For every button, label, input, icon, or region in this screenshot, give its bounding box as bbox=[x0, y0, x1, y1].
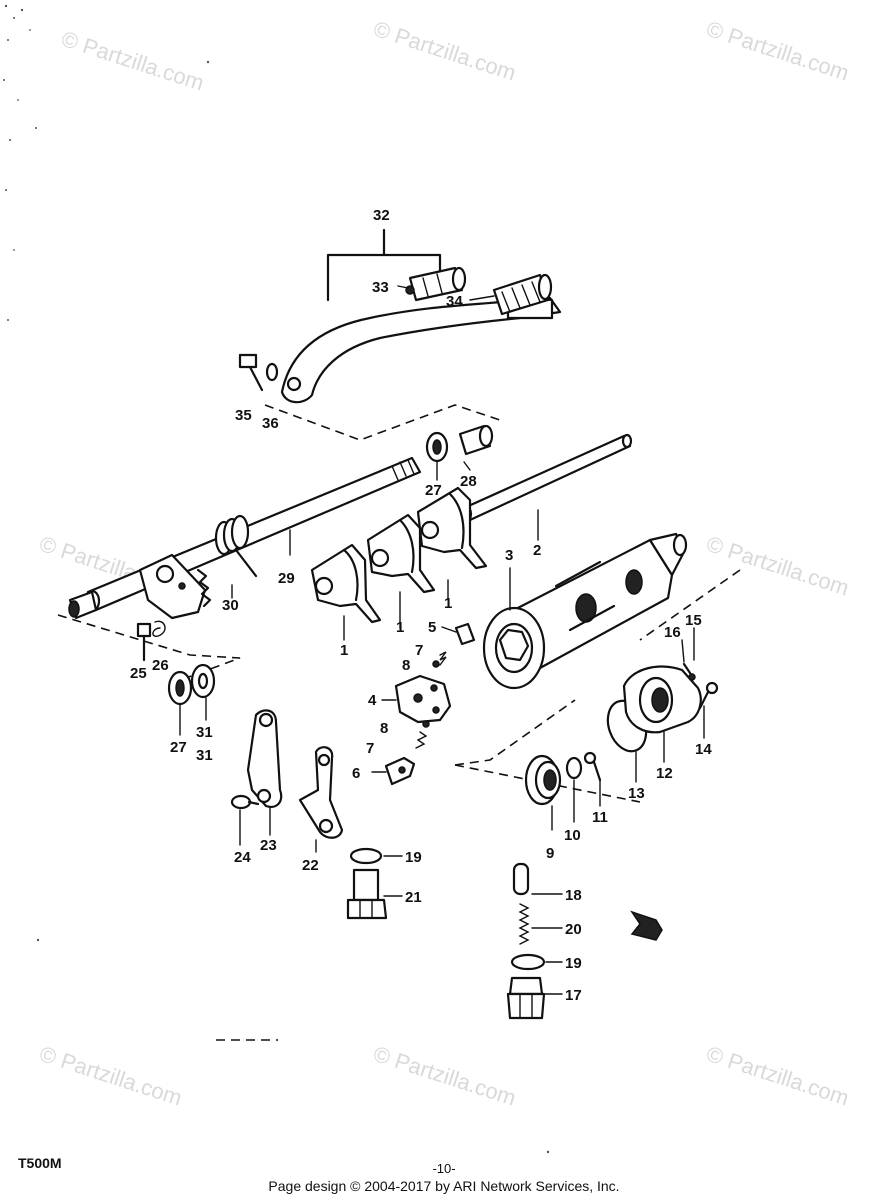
part-20-spring bbox=[518, 903, 530, 945]
part-10-retainer bbox=[565, 756, 583, 780]
callout-22: 22 bbox=[302, 857, 319, 874]
callout-36: 36 bbox=[262, 415, 279, 432]
callout-35: 35 bbox=[235, 407, 252, 424]
shift-arm-ratchet bbox=[138, 553, 212, 620]
callout-11: 11 bbox=[592, 809, 608, 826]
part-27-seal-lower bbox=[167, 670, 193, 706]
callout-1: 1 bbox=[444, 595, 452, 612]
part-27-oil-seal bbox=[425, 431, 449, 463]
watermark: © Partzilla.com bbox=[58, 26, 207, 96]
part-30-spring bbox=[214, 514, 258, 578]
callout-27: 27 bbox=[170, 739, 187, 756]
part-22-arm bbox=[298, 746, 344, 839]
bracket-32 bbox=[326, 228, 442, 302]
part-12-cap-cover bbox=[622, 665, 702, 734]
gear-shift-lever bbox=[280, 294, 562, 404]
part-31-washer bbox=[190, 663, 216, 699]
callout-33: 33 bbox=[372, 279, 389, 296]
part-8-pawl bbox=[432, 660, 440, 668]
part-28-bush bbox=[458, 424, 494, 456]
part-3-gear-shift-cam bbox=[482, 532, 688, 690]
part-17-neutral-switch bbox=[506, 976, 546, 1020]
callout-9: 9 bbox=[546, 845, 554, 862]
callout-25: 25 bbox=[130, 665, 147, 682]
callout-24: 24 bbox=[234, 849, 251, 866]
callout-32: 32 bbox=[373, 207, 390, 224]
callout-31: 31 bbox=[196, 724, 213, 741]
part-2-fork-shaft bbox=[461, 433, 633, 523]
callout-1: 1 bbox=[340, 642, 348, 659]
copyright-notice: Page design © 2004-2017 by ARI Network S… bbox=[268, 1178, 620, 1194]
callout-29: 29 bbox=[278, 570, 295, 587]
part-19-gasket-lower bbox=[510, 953, 546, 971]
callout-26: 26 bbox=[152, 657, 169, 674]
part-11-screw bbox=[583, 751, 602, 782]
part-26-spring bbox=[152, 620, 166, 637]
part-35-bolt bbox=[238, 353, 264, 392]
scan-noise bbox=[3, 4, 550, 1154]
callout-34: 34 bbox=[446, 293, 463, 310]
watermark: © Partzilla.com bbox=[703, 16, 852, 86]
callout-4: 4 bbox=[368, 692, 377, 709]
part-23-stopper-lever bbox=[246, 709, 283, 808]
model-code: T500M bbox=[18, 1155, 62, 1171]
callout-28: 28 bbox=[460, 473, 477, 490]
callout-15: 15 bbox=[685, 612, 702, 629]
leader-lines bbox=[179, 285, 705, 995]
callout-19: 19 bbox=[405, 849, 422, 866]
callout-5: 5 bbox=[428, 619, 436, 636]
part-7-spring bbox=[439, 651, 447, 666]
callout-labels: 1 1 1 2 3 4 5 6 7 7 8 8 9 10 11 12 13 14… bbox=[130, 207, 712, 1004]
callout-18: 18 bbox=[565, 887, 582, 904]
watermark: © Partzilla.com bbox=[703, 1041, 852, 1111]
part-33-rubber bbox=[405, 266, 467, 302]
part-9-bearing bbox=[524, 754, 562, 806]
callout-6: 6 bbox=[352, 765, 360, 782]
callout-8: 8 bbox=[402, 657, 410, 674]
callout-7: 7 bbox=[415, 642, 423, 659]
callout-30: 30 bbox=[222, 597, 239, 614]
part-1-shift-fork bbox=[416, 486, 488, 570]
part-1-shift-fork bbox=[366, 513, 436, 594]
callout-14: 14 bbox=[695, 741, 712, 758]
part-36-washer bbox=[265, 362, 279, 382]
callout-16: 16 bbox=[664, 624, 681, 641]
part-8-pawl bbox=[422, 720, 430, 728]
part-6-pawl-holder bbox=[384, 756, 416, 786]
callout-13: 13 bbox=[628, 785, 645, 802]
part-5-pin bbox=[454, 622, 476, 646]
part-21-neutral-plug bbox=[346, 868, 388, 920]
front-arrow-icon bbox=[630, 910, 663, 941]
watermark: © Partzilla.com bbox=[370, 16, 519, 86]
watermark: © Partzilla.com bbox=[36, 1041, 185, 1111]
callout-7: 7 bbox=[366, 740, 374, 757]
callout-17: 17 bbox=[565, 987, 582, 1004]
callout-10: 10 bbox=[564, 827, 581, 844]
part-1-shift-fork bbox=[310, 543, 382, 624]
part-18-pin bbox=[512, 862, 530, 896]
part-14-screw bbox=[698, 681, 719, 710]
part-25-pin bbox=[136, 622, 152, 662]
callout-2: 2 bbox=[533, 542, 541, 559]
callout-1: 1 bbox=[396, 619, 404, 636]
callout-23: 23 bbox=[260, 837, 277, 854]
callout-31: 31 bbox=[196, 747, 213, 764]
part-7-spring bbox=[415, 731, 428, 749]
callout-19: 19 bbox=[565, 955, 582, 972]
part-34-rubber bbox=[492, 273, 553, 316]
page-number: -10- bbox=[432, 1161, 456, 1176]
watermark: © Partzilla.com bbox=[370, 1041, 519, 1111]
callout-21: 21 bbox=[405, 889, 422, 906]
callout-27: 27 bbox=[425, 482, 442, 499]
callout-3: 3 bbox=[505, 547, 513, 564]
callout-20: 20 bbox=[565, 921, 582, 938]
watermark: © Partzilla.com bbox=[703, 531, 852, 601]
callout-8: 8 bbox=[380, 720, 388, 737]
part-24-bolt bbox=[230, 794, 260, 810]
callout-12: 12 bbox=[656, 765, 673, 782]
part-4-cam-driven-gear bbox=[394, 674, 452, 724]
part-15-screw bbox=[682, 662, 696, 681]
part-19-gasket-upper bbox=[349, 847, 383, 865]
